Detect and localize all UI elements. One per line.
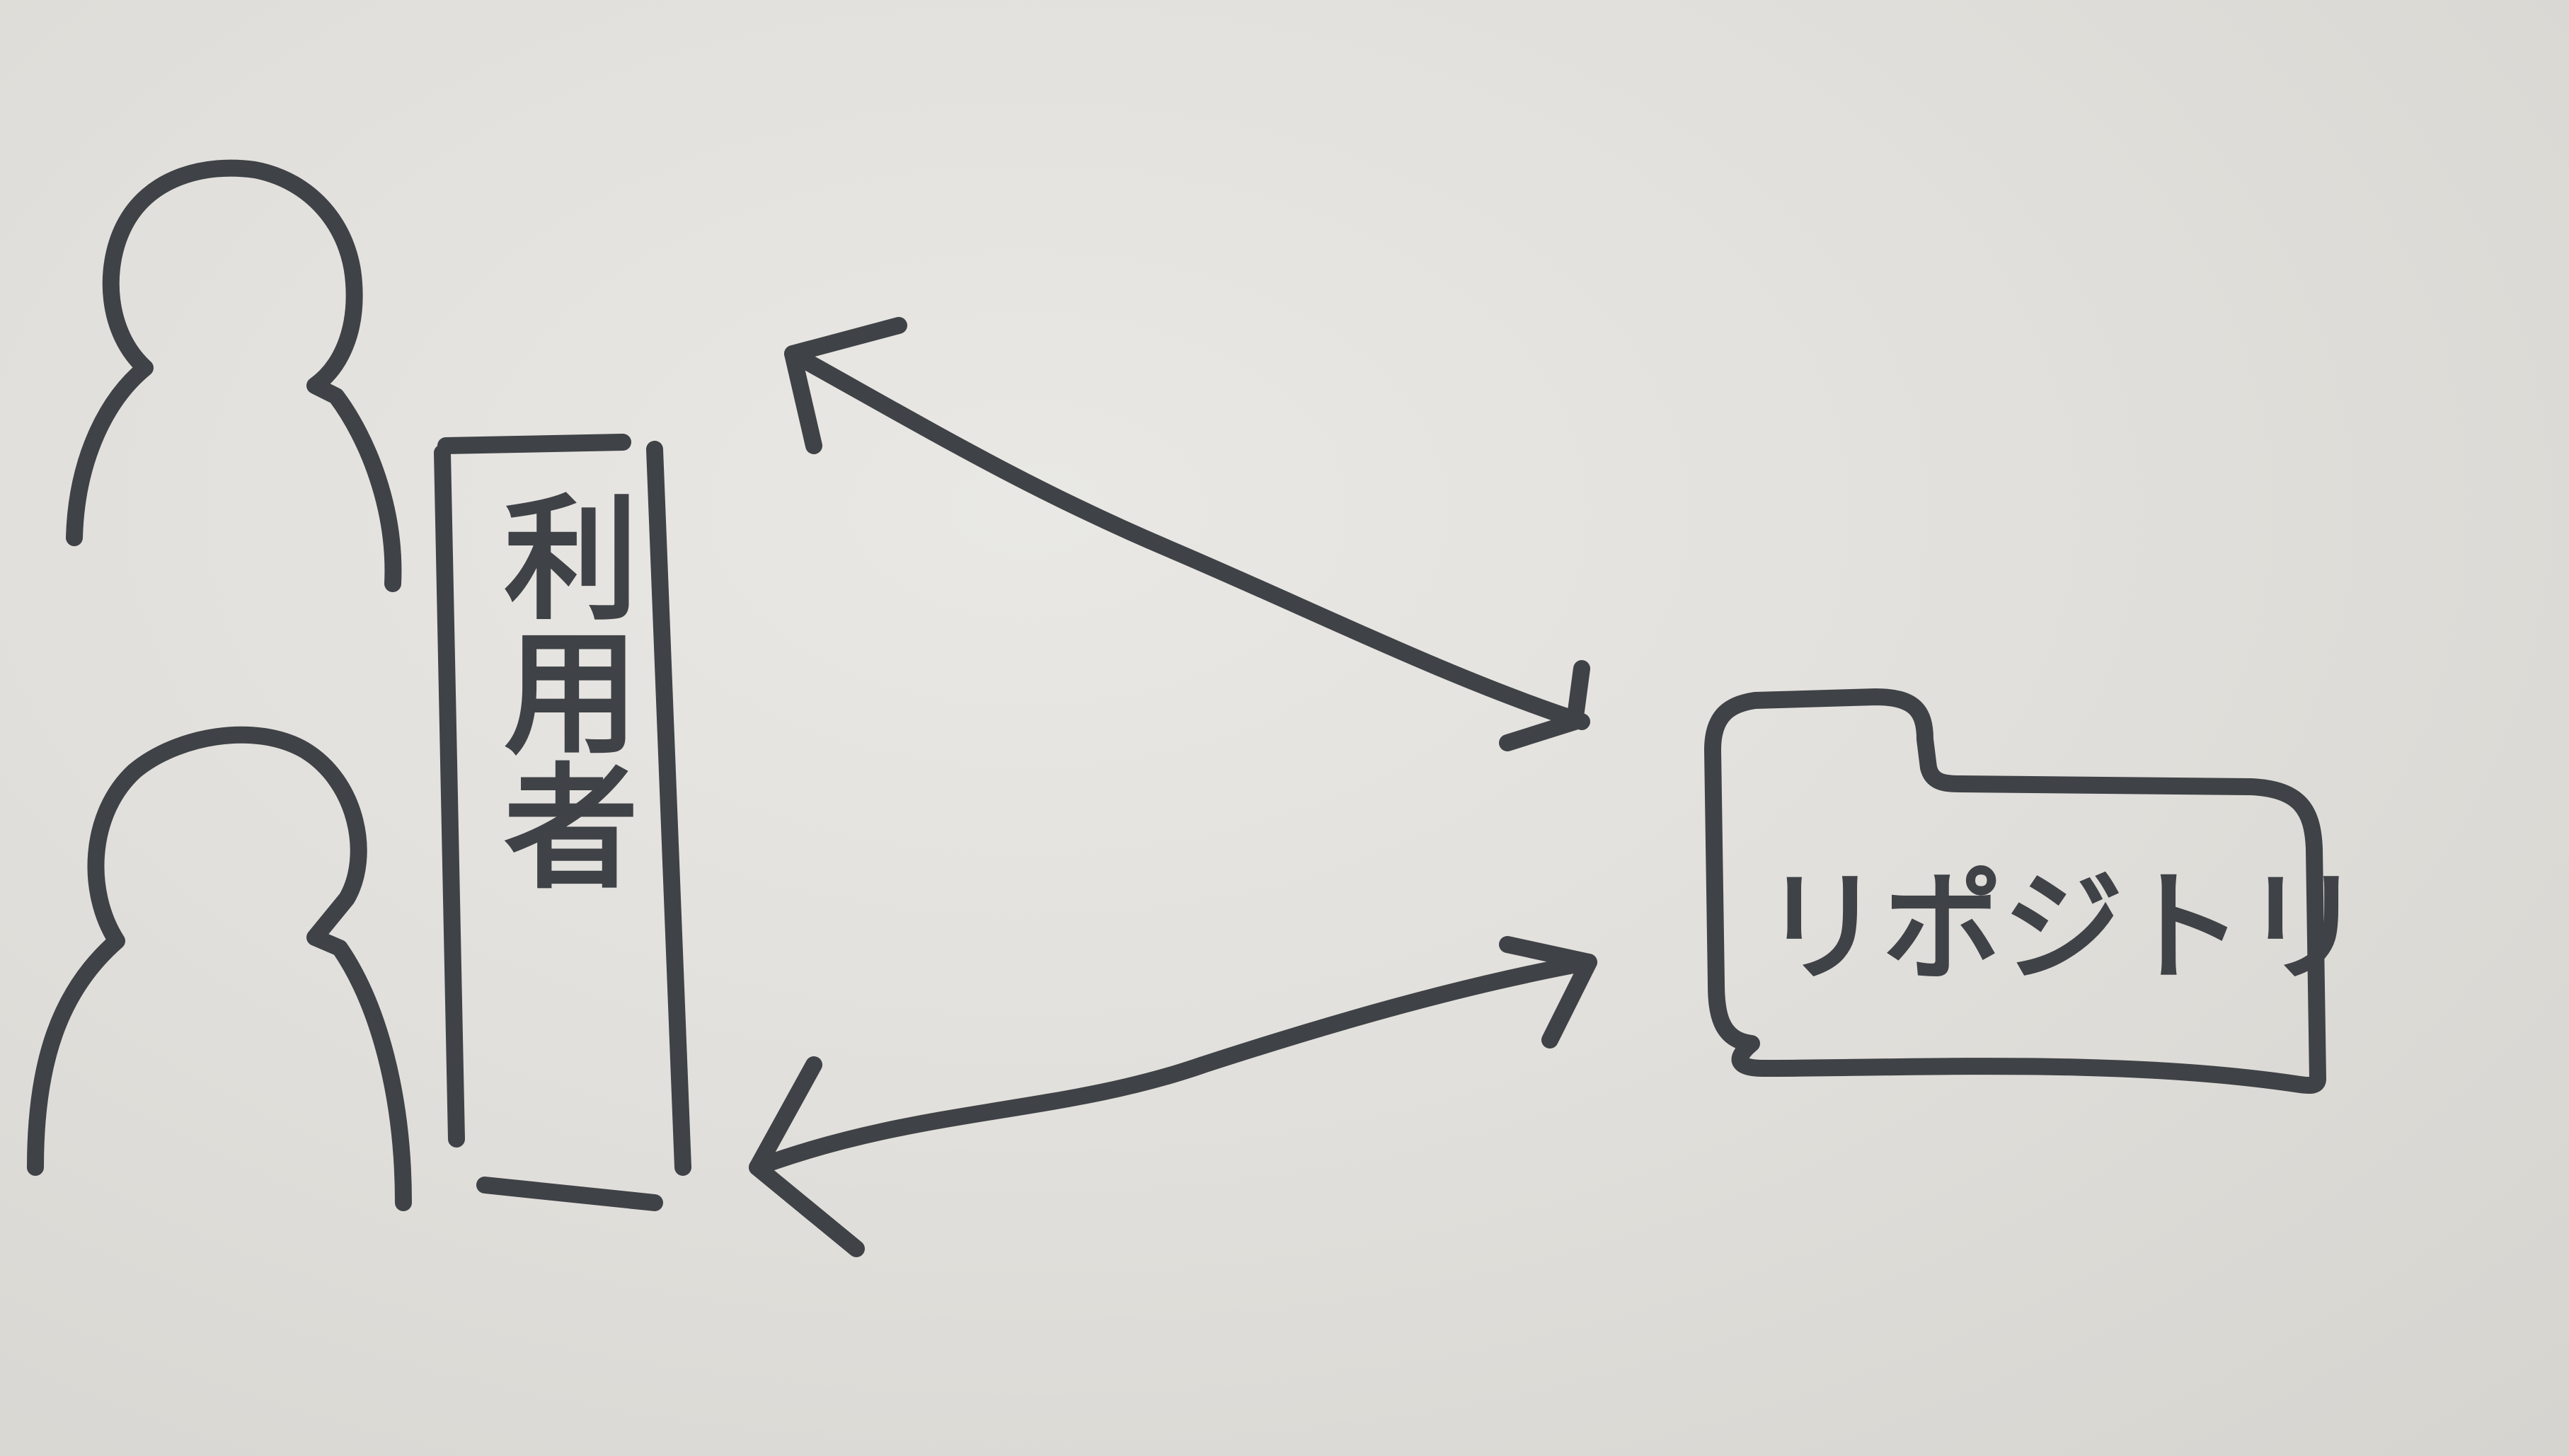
repository-label: リポジトリ — [1762, 858, 2364, 998]
users-label-box — [434, 434, 691, 1211]
lower-bidirectional-arrow — [749, 936, 1597, 1257]
person-icon — [27, 726, 412, 1211]
upper-bidirectional-arrow — [784, 317, 1590, 751]
person-icon — [66, 159, 402, 592]
users-label: 利用者 — [481, 488, 638, 891]
folder-icon — [1704, 688, 2326, 1094]
